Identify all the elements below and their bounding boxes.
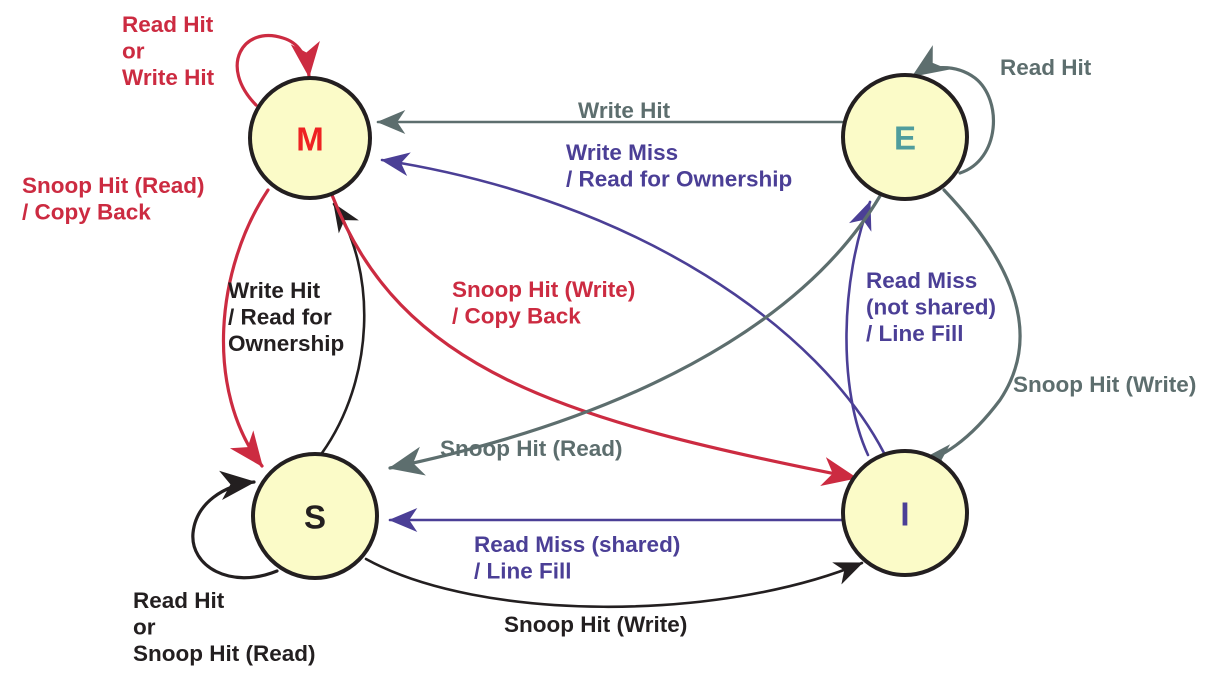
state-node-e[interactable]: E bbox=[841, 73, 969, 201]
edge-label-line: Read Hit bbox=[1000, 55, 1092, 80]
edge-label-line: Write Hit bbox=[578, 98, 671, 123]
edge-i-to-m bbox=[380, 152, 886, 455]
state-node-m[interactable]: M bbox=[248, 76, 372, 200]
state-label-i: I bbox=[900, 496, 909, 533]
edge-label-line: or bbox=[133, 615, 156, 640]
edge-label-line: or bbox=[122, 39, 145, 64]
edge-label-line: / Read for Ownership bbox=[566, 167, 792, 192]
edge-label-line: Read Hit bbox=[122, 12, 214, 37]
edge-label-line: Write Hit bbox=[122, 65, 215, 90]
edge-label-i-to-m: Write Miss/ Read for Ownership bbox=[566, 140, 792, 192]
edge-i-to-e bbox=[845, 200, 872, 457]
edge-m-to-s bbox=[221, 188, 270, 468]
edge-e-self-loop bbox=[911, 45, 996, 175]
edge-m-self-loop bbox=[235, 34, 320, 107]
edge-label-line: Read Miss (shared) bbox=[474, 532, 680, 557]
edge-label-e-to-s: Snoop Hit (Read) bbox=[440, 436, 622, 461]
edge-label-line: Read Miss bbox=[866, 268, 977, 293]
state-label-m: M bbox=[296, 121, 324, 158]
edge-label-line: Snoop Hit (Write) bbox=[1013, 372, 1196, 397]
edge-label-line: / Line Fill bbox=[474, 559, 572, 584]
state-label-s: S bbox=[304, 499, 326, 536]
edge-label-line: / Copy Back bbox=[22, 200, 151, 225]
edge-label-e-to-m: Write Hit bbox=[578, 98, 671, 123]
edge-s-self-loop bbox=[191, 470, 279, 580]
edge-label-line: Snoop Hit (Write) bbox=[504, 612, 687, 637]
edge-label-line: Write Miss bbox=[566, 140, 678, 165]
edge-label-m-to-s: Snoop Hit (Read)/ Copy Back bbox=[22, 173, 204, 225]
edge-label-s-to-i: Snoop Hit (Write) bbox=[504, 612, 687, 637]
edge-label-line: Snoop Hit (Write) bbox=[452, 277, 635, 302]
edge-e-to-s bbox=[388, 194, 882, 476]
edge-label-e-to-i: Snoop Hit (Write) bbox=[1013, 372, 1196, 397]
edge-m-to-i bbox=[330, 193, 858, 486]
edge-label-line: Snoop Hit (Read) bbox=[440, 436, 622, 461]
edge-label-e-self: Read Hit bbox=[1000, 55, 1092, 80]
edge-label-i-to-e: Read Miss(not shared)/ Line Fill bbox=[866, 268, 996, 346]
state-label-e: E bbox=[894, 120, 916, 157]
edge-label-i-to-s: Read Miss (shared)/ Line Fill bbox=[474, 532, 680, 584]
edge-label-line: Read Hit bbox=[133, 588, 225, 613]
edge-label-line: / Line Fill bbox=[866, 321, 964, 346]
state-circle-s bbox=[251, 452, 379, 580]
edge-label-line: (not shared) bbox=[866, 295, 996, 320]
edge-label-line: / Copy Back bbox=[452, 304, 581, 329]
state-circle-m bbox=[248, 76, 372, 200]
state-circle-i bbox=[841, 449, 969, 577]
edge-label-line: Write Hit bbox=[228, 278, 321, 303]
state-circle-e bbox=[841, 73, 969, 201]
state-node-s[interactable]: S bbox=[251, 452, 379, 580]
edge-e-to-i bbox=[916, 188, 1022, 474]
edge-label-line: Ownership bbox=[228, 331, 344, 356]
edge-s-to-i bbox=[364, 557, 864, 609]
edge-label-line: Snoop Hit (Read) bbox=[22, 173, 204, 198]
edge-label-line: / Read for bbox=[228, 305, 332, 330]
state-node-i[interactable]: I bbox=[841, 449, 969, 577]
edge-label-line: Snoop Hit (Read) bbox=[133, 641, 315, 666]
edge-label-m-to-i: Snoop Hit (Write)/ Copy Back bbox=[452, 277, 635, 329]
